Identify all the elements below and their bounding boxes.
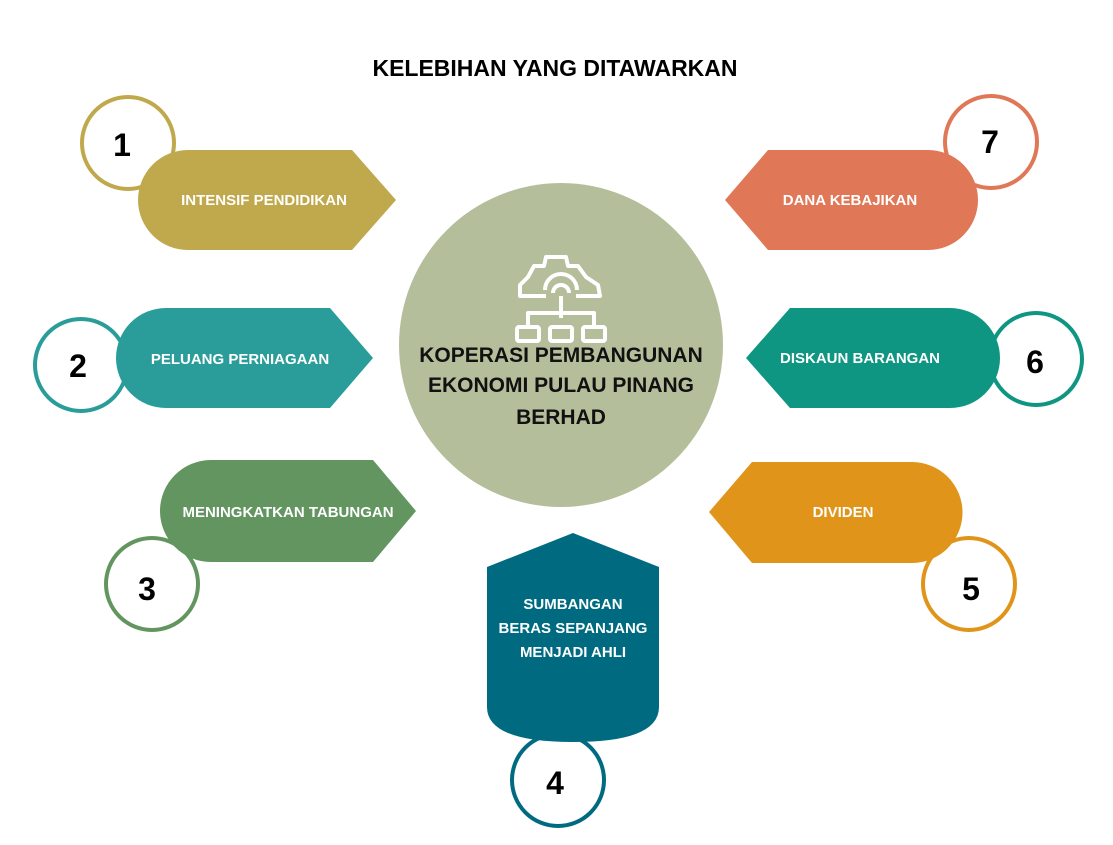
number-circle — [104, 536, 200, 632]
benefit-number: 4 — [546, 765, 564, 801]
gear-network-icon — [515, 255, 607, 343]
number-circle — [80, 95, 176, 191]
center-circle — [399, 183, 723, 507]
benefit-label-line-3: MENJADI AHLI — [520, 644, 626, 661]
benefit-2: 2 PELUANG PERNIAGAAN — [33, 308, 373, 413]
benefit-1: 1 INTENSIF PENDIDIKAN — [80, 95, 396, 250]
benefit-label: DANA KEBAJIKAN — [783, 192, 917, 209]
benefit-3: 3 MENINGKATKAN TABUNGAN — [104, 460, 416, 632]
benefit-7: 7 DANA KEBAJIKAN — [725, 94, 1039, 250]
benefit-banner — [725, 150, 978, 250]
benefit-number: 5 — [962, 571, 980, 607]
benefit-label: MENINGKATKAN TABUNGAN — [182, 504, 393, 521]
benefit-number: 2 — [69, 348, 87, 384]
number-circle — [943, 94, 1039, 190]
benefit-label: DIVIDEN — [813, 504, 874, 521]
benefit-number: 1 — [113, 127, 131, 163]
benefit-label: DISKAUN BARANGAN — [780, 350, 940, 367]
benefit-banner — [116, 308, 373, 408]
benefit-banner — [746, 308, 1000, 408]
benefit-number: 7 — [981, 124, 999, 160]
center-line-3: BERHAD — [516, 406, 606, 429]
center-node: KOPERASI PEMBANGUNAN EKONOMI PULAU PINAN… — [399, 183, 723, 507]
number-circle — [921, 536, 1017, 632]
benefit-5: 5 DIVIDEN — [709, 462, 1017, 632]
benefit-label: INTENSIF PENDIDIKAN — [181, 192, 347, 209]
benefit-4: 4 SUMBANGAN BERAS SEPANJANG MENJADI AHLI — [487, 533, 659, 828]
center-line-1: KOPERASI PEMBANGUNAN — [419, 344, 703, 367]
benefit-banner — [709, 462, 963, 563]
benefit-banner — [487, 533, 659, 742]
benefit-number: 3 — [138, 571, 156, 607]
benefit-banner — [138, 150, 396, 250]
benefit-6: 6 DISKAUN BARANGAN — [746, 308, 1084, 408]
center-line-2: EKONOMI PULAU PINANG — [428, 374, 694, 397]
benefit-number: 6 — [1026, 344, 1044, 380]
benefit-banner — [160, 460, 416, 562]
benefit-label-line-1: SUMBANGAN — [523, 596, 622, 613]
benefit-label-line-2: BERAS SEPANJANG — [499, 620, 648, 637]
benefit-label: PELUANG PERNIAGAAN — [151, 351, 329, 368]
diagram-title: KELEBIHAN YANG DITAWARKAN — [372, 55, 737, 81]
